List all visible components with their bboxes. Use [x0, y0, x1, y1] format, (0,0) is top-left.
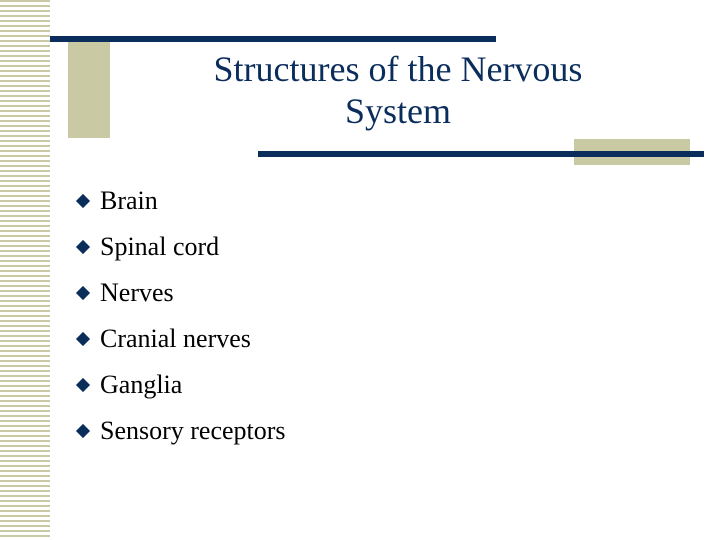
diamond-bullet-icon: [75, 331, 91, 347]
title-bottom-rule: [258, 151, 704, 157]
diamond-bullet-icon: [75, 193, 91, 209]
list-item: Spinal cord: [75, 224, 286, 270]
page-title: Structures of the Nervous System: [110, 48, 686, 132]
list-item: Brain: [75, 178, 286, 224]
diamond-bullet-icon: [75, 285, 91, 301]
list-item-label: Brain: [100, 186, 158, 215]
list-item-label: Cranial nerves: [100, 324, 251, 353]
diamond-bullet-icon: [75, 239, 91, 255]
diamond-bullet-icon: [75, 423, 91, 439]
bullet-list: Brain Spinal cord Nerves Cranial nerves …: [75, 178, 286, 454]
list-item-label: Sensory receptors: [100, 416, 286, 445]
list-item: Nerves: [75, 270, 286, 316]
list-item-label: Nerves: [100, 278, 174, 307]
list-item: Sensory receptors: [75, 408, 286, 454]
list-item-label: Ganglia: [100, 370, 183, 399]
page-title-line-1: Structures of the Nervous: [213, 49, 583, 89]
title-accent-block: [68, 36, 110, 138]
page-title-line-2: System: [344, 91, 451, 131]
list-item: Cranial nerves: [75, 316, 286, 362]
title-top-rule: [50, 36, 496, 42]
list-item: Ganglia: [75, 362, 286, 408]
list-item-label: Spinal cord: [100, 232, 220, 261]
diamond-bullet-icon: [75, 377, 91, 393]
left-stripe-decoration: [0, 0, 50, 540]
